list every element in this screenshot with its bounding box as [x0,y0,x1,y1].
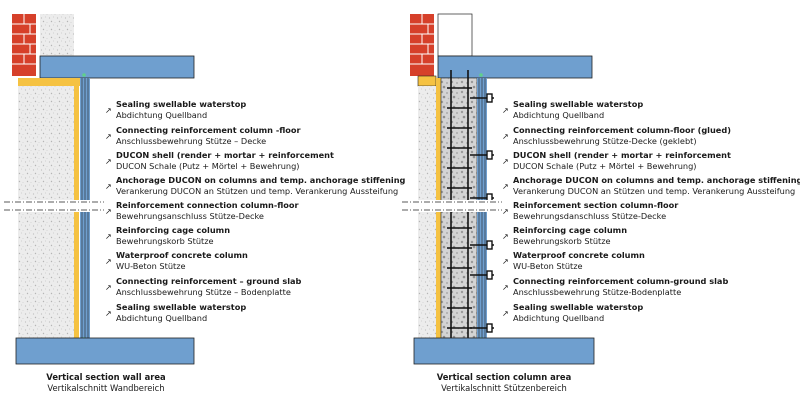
left-caption: Vertical section wall area Vertikalschni… [46,372,166,393]
left-arrow-1: ↗ [105,132,112,141]
right-waterstop-top [479,73,483,77]
left-brick-wall [12,14,36,76]
left-break-gap [4,200,104,212]
left-label-3: Anchorage DUCON on columns and temp. anc… [116,175,406,196]
right-label-2: DUCON shell (render + mortar + reinforce… [513,150,731,171]
right-arrow-1: ↗ [502,132,509,141]
left-arrow-4: ↗ [105,207,112,216]
right-column-section [402,13,595,365]
left-arrow-3: ↗ [105,182,112,191]
right-ground-slab [413,337,595,365]
right-break-gap [402,200,502,212]
right-arrow-8: ↗ [502,309,509,318]
left-arrow-2: ↗ [105,157,112,166]
left-waterstop-top [82,73,86,77]
left-ground-slab [15,337,195,365]
right-arrow-6: ↗ [502,257,509,266]
left-arrow-5: ↗ [105,232,112,241]
right-label-3: Anchorage DUCON on columns and temp. anc… [513,175,800,196]
right-top-slab [437,55,593,79]
right-caption: Vertical section column area Vertikalsch… [436,372,572,393]
right-brick-wall [410,14,434,76]
right-arrow-5: ↗ [502,232,509,241]
right-insulation-top [417,75,437,87]
right-label-7: Connecting reinforcement column-ground s… [513,276,729,297]
right-anchors [470,93,494,333]
left-upper-wall [40,14,74,56]
right-arrow-2: ↗ [502,157,509,166]
left-arrow-6: ↗ [105,257,112,266]
right-label-1: Connecting reinforcement column-floor (g… [513,125,731,146]
right-arrow-4: ↗ [502,207,509,216]
right-upper-wall [437,13,473,57]
right-arrow-3: ↗ [502,182,509,191]
left-top-slab [39,55,195,79]
left-insulation-top [18,78,80,86]
right-arrow-7: ↗ [502,283,509,292]
left-wall-section [4,14,195,365]
left-arrow-0: ↗ [105,106,112,115]
left-arrow-8: ↗ [105,309,112,318]
left-arrow-7: ↗ [105,283,112,292]
right-arrow-0: ↗ [502,106,509,115]
left-label-2: DUCON shell (render + mortar + reinforce… [116,150,334,171]
